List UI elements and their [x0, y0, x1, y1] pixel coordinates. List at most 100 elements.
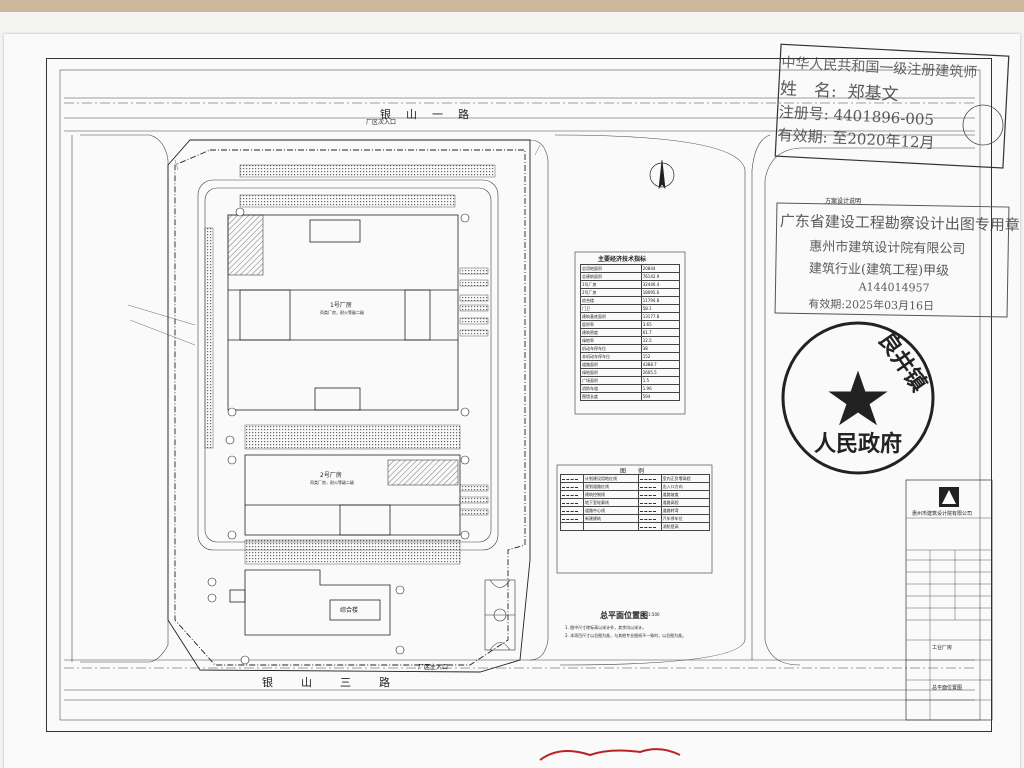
legend-label: 出入口方向	[660, 482, 711, 491]
legend-row: 道路中心线道路转弯	[560, 506, 711, 515]
top-road-label: 银 山 一 路	[380, 108, 471, 121]
building-3-label: 综合楼	[340, 607, 359, 614]
stamp1-name: 郑基文	[846, 82, 899, 106]
econ-value: 38	[640, 344, 681, 353]
seal-bottom-text: 人民政府	[814, 432, 903, 457]
legend-symbol	[637, 506, 662, 515]
legend-row: 消防登高	[560, 522, 711, 531]
stamp1-valid-label: 有效期:	[777, 125, 829, 147]
legend-label: 规划道路红线	[583, 482, 639, 491]
econ-item: 建筑基底面积	[580, 312, 642, 321]
econ-value: 4388.7	[640, 360, 681, 369]
legend-symbol	[560, 482, 584, 491]
legend-row: 计划建设用地红线 室内正负零高程	[560, 474, 711, 483]
econ-item: 非机动车停车位	[580, 352, 642, 361]
legend-label	[583, 522, 639, 531]
econ-item: 广场面积	[580, 376, 642, 385]
building-1-sub: 丙类厂房，耐火等级二级	[320, 310, 364, 315]
legend-symbol	[637, 522, 662, 531]
legend-symbol	[560, 474, 584, 483]
econ-value: 1.96	[640, 384, 681, 393]
project-name: 工业厂房	[932, 645, 953, 651]
legend-label: 汽车停车位	[660, 514, 711, 523]
econ-item: 2号厂房	[580, 288, 642, 297]
company-name: 惠州市建筑设计院有限公司	[912, 511, 973, 517]
legend-label: 地下室轮廓线	[583, 498, 639, 507]
econ-value: 13177.8	[640, 312, 681, 321]
econ-item: 总用地面积	[580, 264, 642, 273]
legend-label: 建筑控制线	[583, 490, 639, 499]
government-seal	[781, 321, 935, 475]
legend-symbol	[637, 498, 662, 507]
road-bottom-lines	[64, 659, 975, 701]
legend-row: 规划道路红线 出入口方向	[560, 482, 711, 491]
legend-symbol	[560, 498, 584, 507]
building-2-outline	[244, 454, 461, 536]
econ-item: 围墙长度	[580, 392, 642, 401]
north-arrow	[649, 159, 675, 190]
road-top-lines	[64, 97, 975, 132]
econ-table-title: 主要经济技术指标	[598, 256, 647, 263]
building-3-outline	[229, 569, 391, 636]
econ-value: 18095.6	[640, 288, 681, 297]
legend-label: 计划建设用地红线	[583, 474, 639, 483]
plan-title: 总平面位置图	[600, 611, 648, 620]
legend-symbol	[560, 522, 584, 531]
stamp1-reg-label: 注册号:	[778, 102, 830, 124]
legend-row: 新建建筑汽车停车位	[560, 514, 711, 523]
econ-value: 152	[640, 352, 681, 361]
legend-label: 道路转弯	[660, 506, 711, 515]
stamp1-valid: 至2020年12月	[831, 128, 936, 153]
econ-value: 20844	[640, 264, 681, 273]
legend-table: 计划建设用地红线 室内正负零高程规划道路红线 出入口方向建筑控制线 道路坡度地下室轮廓…	[560, 474, 711, 531]
plan-scale: 1:500	[648, 612, 660, 617]
econ-item: 绿地面积	[580, 368, 642, 377]
stamp2-line1: 广东省建设工程勘察设计出图专用章	[779, 211, 1020, 235]
legend-label: 道路坡度	[660, 490, 711, 499]
econ-item: 建筑密度	[580, 328, 642, 337]
econ-item: 道路面积	[580, 360, 642, 369]
legend-label: 室内正负零高程	[660, 474, 711, 483]
bottom-road-label: 银 山 三 路	[262, 676, 392, 689]
basketball-court	[484, 579, 516, 651]
legend-symbol	[637, 482, 662, 491]
econ-item: 总建筑面积	[580, 272, 642, 281]
stamp2-line4: A144014957	[858, 280, 930, 295]
legend-label: 道路高程	[660, 498, 711, 507]
stamp1-name-label: 姓 名:	[779, 78, 838, 102]
site-boundary	[167, 139, 531, 673]
entrance-top-label: 厂区次入口	[366, 119, 397, 126]
econ-value: 12.5	[640, 336, 681, 345]
econ-item: 消防车道	[580, 384, 642, 393]
drawing-frame	[46, 58, 992, 732]
design-notes-title: 方案设计说明	[825, 198, 862, 205]
econ-value: 76142.9	[640, 272, 681, 281]
econ-value: 61.7	[640, 328, 681, 337]
econ-item: 综合楼	[580, 296, 642, 305]
legend-symbol	[560, 514, 584, 523]
company-logo-icon	[939, 487, 959, 507]
econ-value: 11794.8	[640, 296, 681, 305]
stamp1-reg: 4401896-005	[833, 105, 935, 130]
legend-title: 图 例	[620, 468, 645, 475]
building-1-outline	[227, 214, 459, 411]
building-1-label: 1号厂房	[330, 302, 352, 309]
entrance-bottom-label: 厂区主入口	[418, 664, 449, 671]
econ-item: 绿地率	[580, 336, 642, 345]
econ-value: 2605.5	[640, 368, 681, 377]
building-2-label: 2号厂房	[320, 472, 342, 479]
